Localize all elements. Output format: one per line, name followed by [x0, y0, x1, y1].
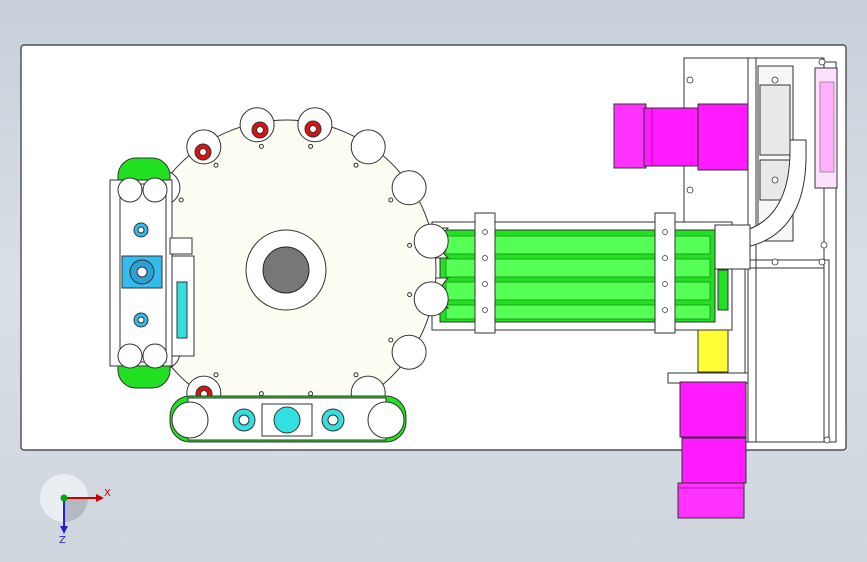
conveyor-bolts	[482, 229, 668, 313]
top-motor[interactable]	[613, 103, 749, 171]
conveyor-brackets[interactable]	[474, 212, 676, 334]
pocket-bolt	[308, 143, 314, 149]
wheel-pocket	[350, 129, 386, 165]
bearing-block[interactable]	[121, 222, 163, 328]
wheel-pocket	[413, 223, 449, 259]
pocket-bolt	[407, 292, 413, 298]
coupling[interactable]	[697, 329, 729, 373]
x-axis-label: X	[104, 488, 111, 499]
wheel-pocket	[391, 334, 427, 370]
pocket-bolt	[258, 391, 264, 397]
z-axis-label: Z	[59, 535, 66, 546]
pocket-bolt	[213, 372, 219, 378]
slide-block-face	[819, 81, 835, 173]
pocket-bolt	[308, 391, 314, 397]
pocket-bolt	[388, 337, 394, 343]
pocket-bolt	[178, 197, 184, 203]
pocket-bolt	[258, 143, 264, 149]
pocket-bolt	[213, 162, 219, 168]
pocket-bolt	[388, 197, 394, 203]
wheel-pocket	[413, 281, 449, 317]
drive-shaft[interactable]	[169, 237, 195, 357]
center-bore	[262, 246, 310, 294]
wheel-pocket	[391, 170, 427, 206]
pocket-bolt	[353, 372, 359, 378]
bottles[interactable]	[194, 120, 322, 403]
view-triad-icon[interactable]: X Z	[40, 474, 111, 546]
pocket-bolt	[353, 162, 359, 168]
bottom-mount[interactable]	[169, 395, 407, 443]
pocket-bolt	[407, 242, 413, 248]
